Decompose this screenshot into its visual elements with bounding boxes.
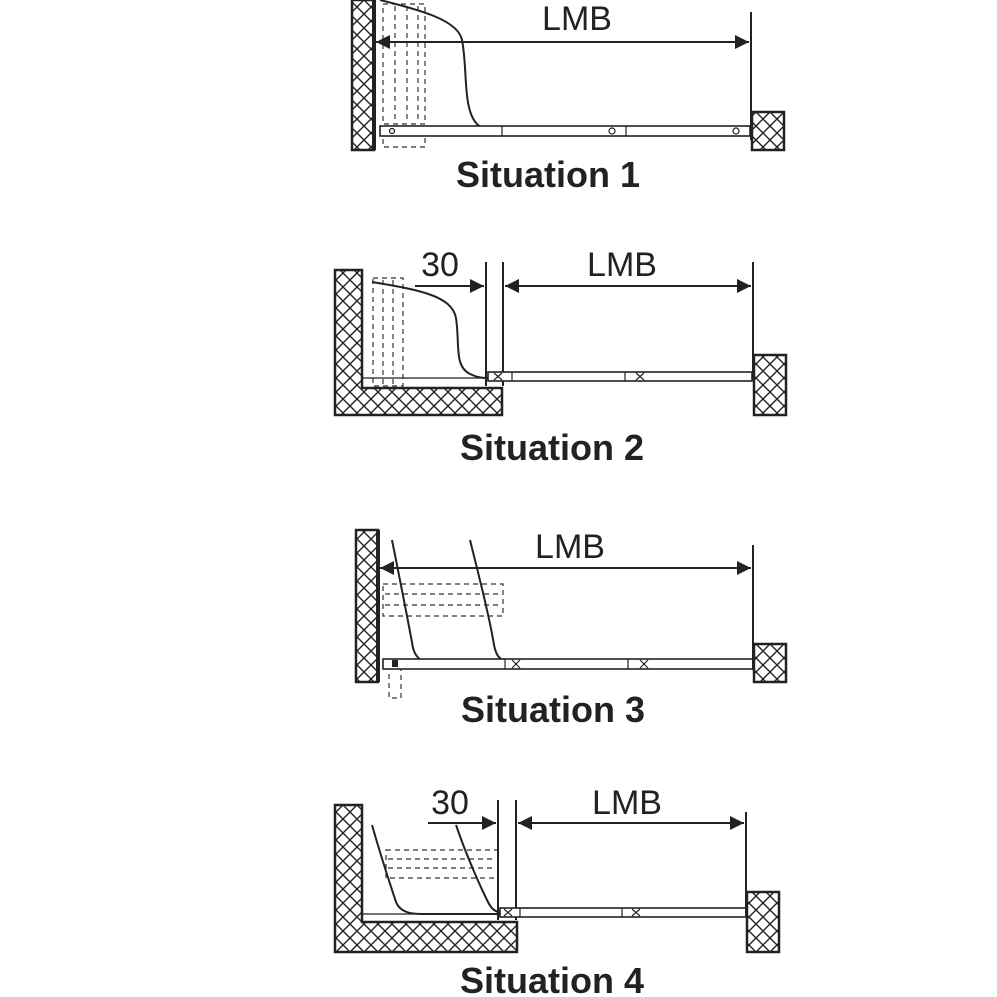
situation-caption: Situation 2 (460, 427, 644, 468)
situation-3: LMB Situation 3 (354, 528, 788, 730)
door-swing-curve (379, 0, 503, 133)
door-swing-curve (371, 281, 489, 379)
door-swing-line-1 (371, 824, 500, 915)
offset-label: 30 (431, 784, 469, 822)
situation-4: 30 LMB Situation 4 (333, 784, 781, 997)
post-right (745, 890, 781, 954)
dimension-label: LMB (535, 528, 605, 566)
post-right (752, 353, 788, 417)
dashed-panels (385, 849, 499, 879)
door-swing-line-2 (469, 539, 506, 661)
wall-l-shape (333, 803, 519, 954)
rail (382, 658, 754, 670)
rail (487, 371, 753, 382)
door-swing-line-2 (455, 824, 501, 913)
situation-caption: Situation 4 (460, 960, 644, 997)
wall-l-shape (333, 268, 504, 417)
post-right (750, 110, 786, 152)
wall-left (354, 528, 380, 684)
rail (499, 907, 747, 918)
offset-label: 30 (421, 246, 459, 284)
door-swing-line-1 (391, 539, 505, 665)
dimension-label: LMB (592, 784, 662, 822)
rail (379, 125, 751, 137)
wall-left (350, 0, 376, 152)
dimension-label: LMB (587, 246, 657, 284)
dimension-label: LMB (542, 0, 612, 38)
post-right (752, 642, 788, 684)
situation-1: LMB Situation 1 (350, 0, 786, 195)
situation-2: 30 LMB Situation 2 (333, 246, 788, 468)
dashed-panels (382, 3, 426, 148)
dashed-panels (372, 277, 404, 387)
situation-caption: Situation 1 (456, 154, 640, 195)
situation-caption: Situation 3 (461, 689, 645, 730)
